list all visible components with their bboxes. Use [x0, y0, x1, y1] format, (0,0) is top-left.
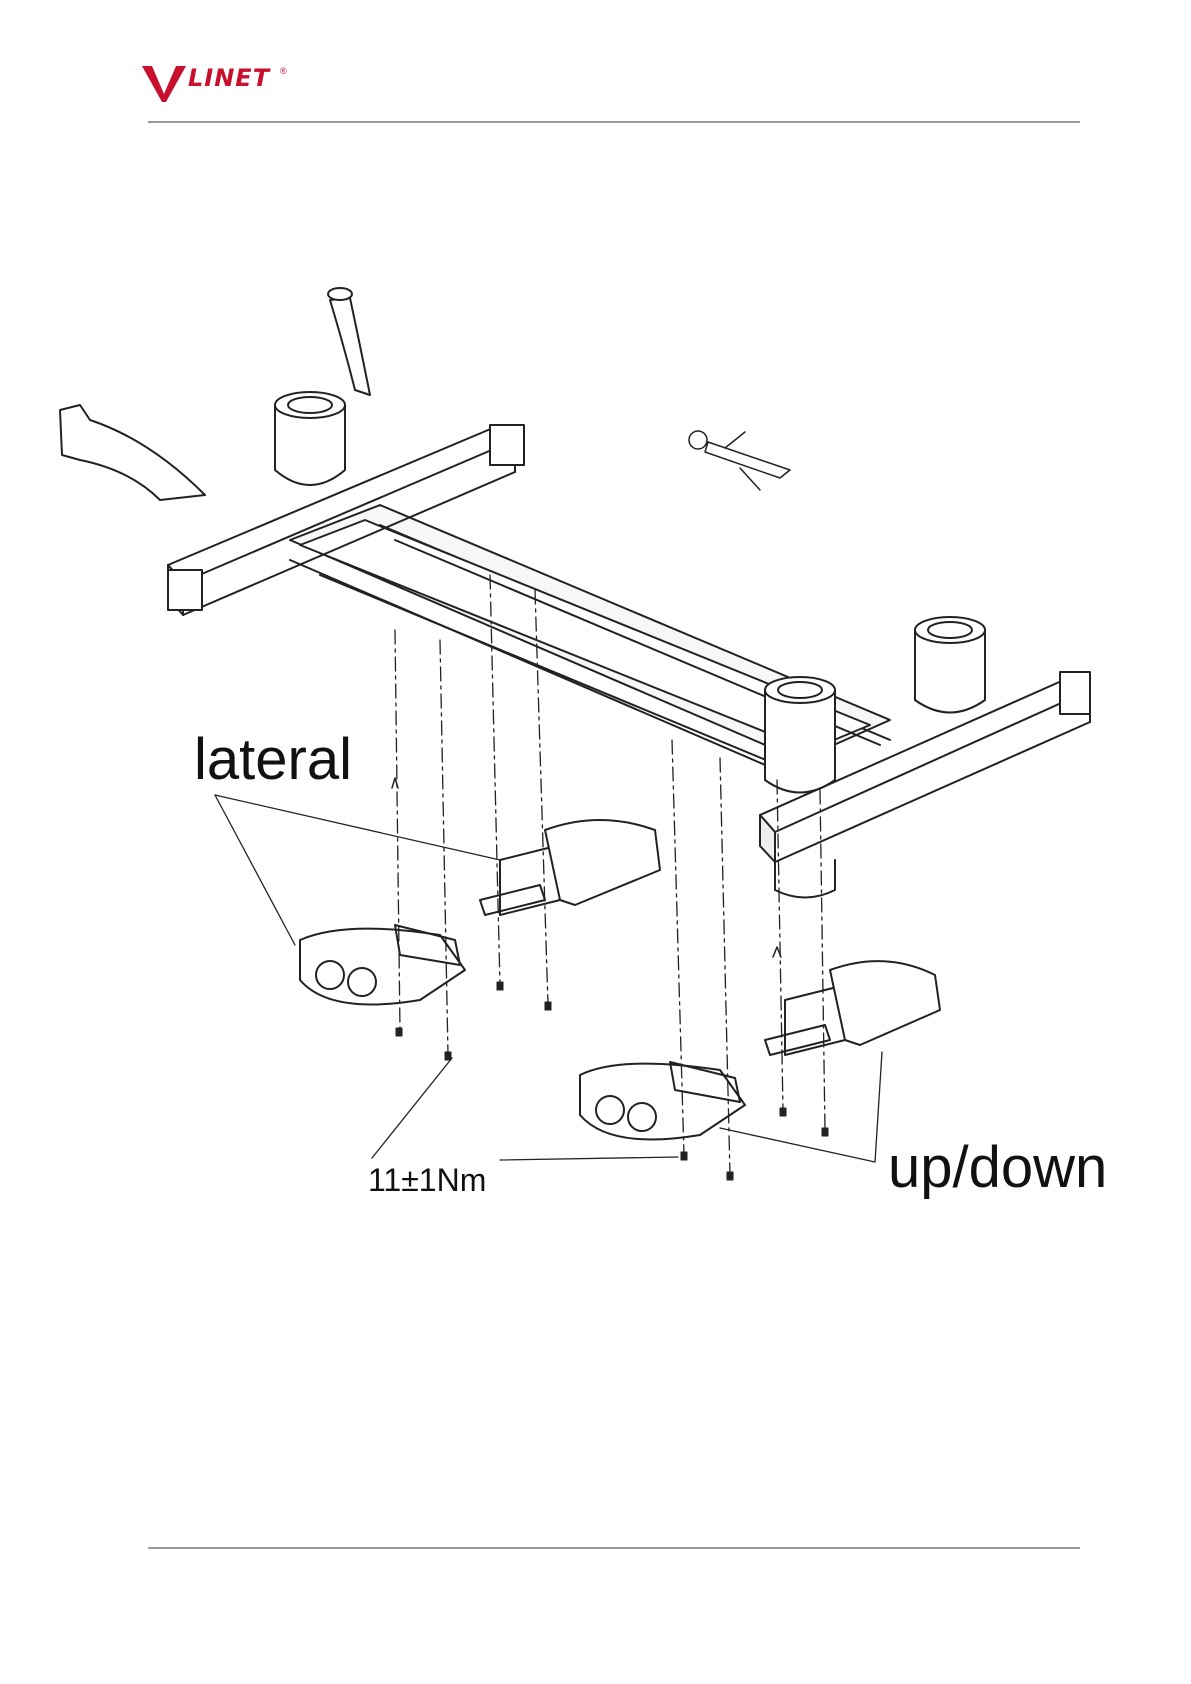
footer-divider [148, 1547, 1080, 1549]
callout-up-down: up/down [888, 1134, 1107, 1201]
callout-lateral: lateral [194, 726, 352, 793]
pedal-lateral-right [480, 820, 660, 915]
pedal-updown-right [765, 961, 940, 1055]
pedal-lateral-left [300, 925, 465, 1005]
person-orientation-icon [689, 431, 790, 490]
callout-torque: 11±1Nm [368, 1162, 486, 1199]
